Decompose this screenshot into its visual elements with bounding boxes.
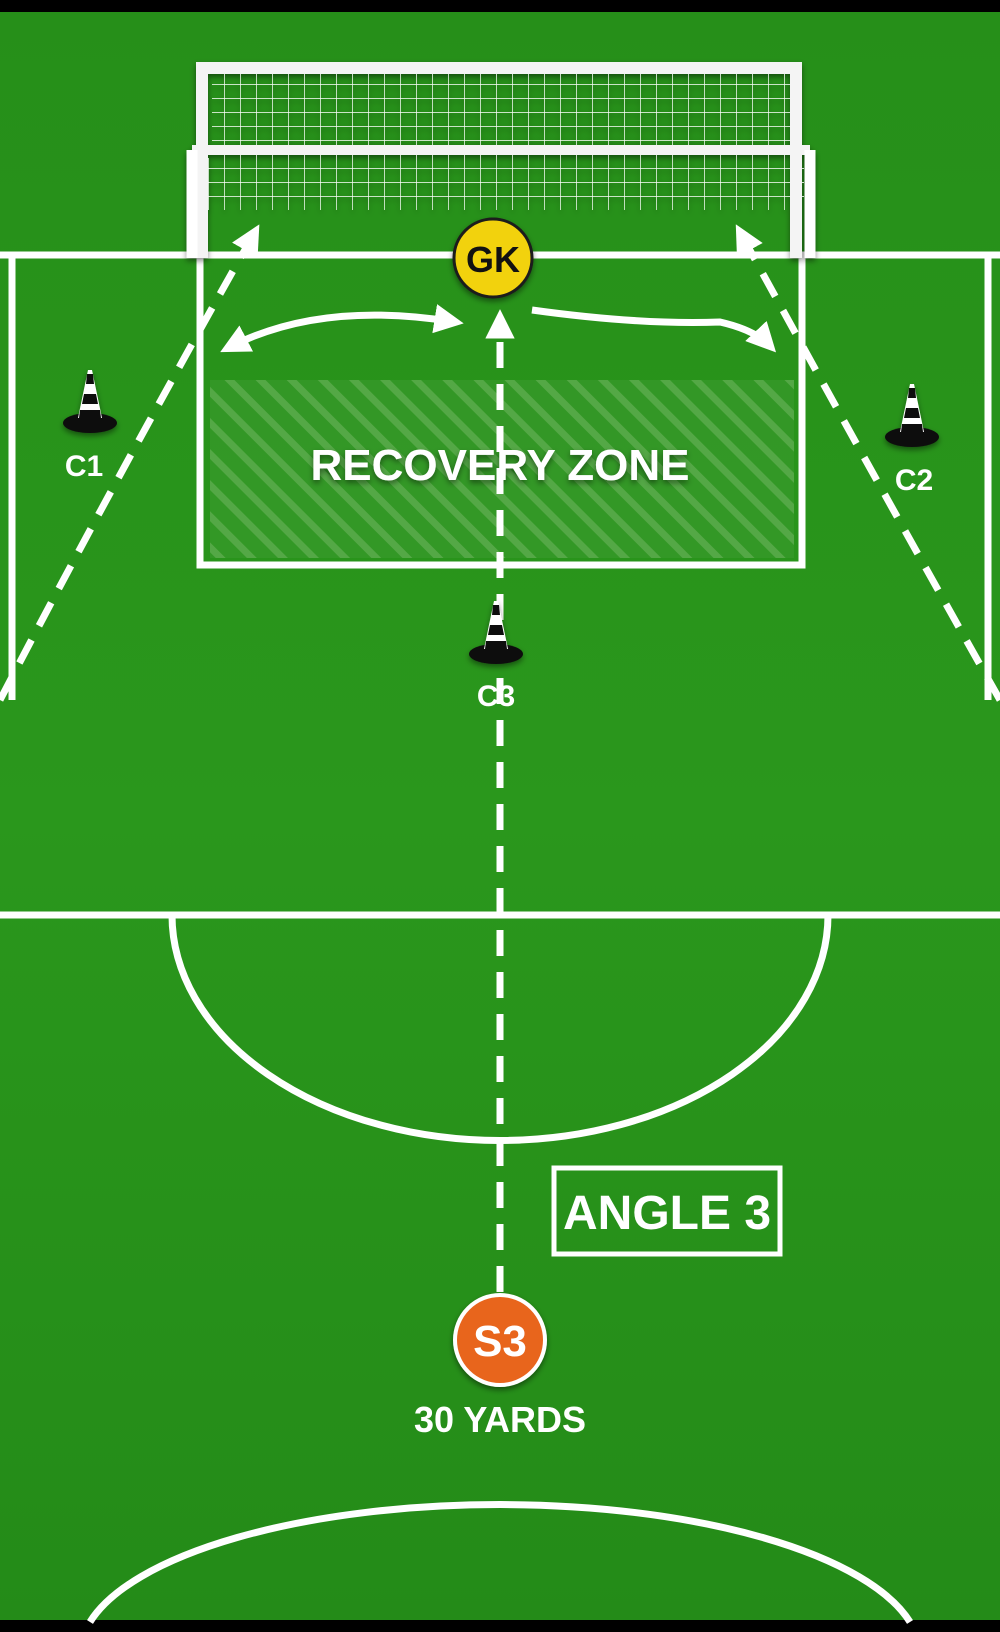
- goal-net-top: [212, 70, 792, 158]
- gk-shuffle-left-arrow: [220, 304, 464, 353]
- goal-net-back: [200, 158, 804, 210]
- run-paths: [0, 224, 1000, 1292]
- cone-c3: [469, 601, 523, 664]
- cone-c2-label: C2: [895, 464, 933, 497]
- goalkeeper-label: GK: [466, 239, 520, 280]
- striker-marker: [453, 1293, 547, 1387]
- gk-movement-arrows: [220, 304, 777, 353]
- goalkeeper-marker: [452, 217, 534, 299]
- cone-c1: [63, 370, 117, 433]
- goal-frame: [196, 62, 802, 258]
- cone-c1-label: C1: [65, 450, 103, 483]
- distance-label: 30 YARDS: [414, 1399, 586, 1440]
- goal: [186, 62, 816, 258]
- striker-label: S3: [473, 1317, 527, 1366]
- path-c1-to-near-post: [0, 224, 260, 702]
- path-c2-to-far-post: [735, 224, 1000, 702]
- center-circle-arc: [87, 1501, 913, 1624]
- angle-box-label: ANGLE 3: [563, 1187, 771, 1240]
- cone-c3-label: C3: [477, 680, 515, 713]
- cone-c2: [885, 384, 939, 447]
- angle-box: ANGLE 3: [551, 1165, 783, 1257]
- gk-shuffle-right-arrow: [531, 306, 777, 353]
- goal-posts: [186, 150, 816, 258]
- angle-box-frame: [551, 1165, 783, 1257]
